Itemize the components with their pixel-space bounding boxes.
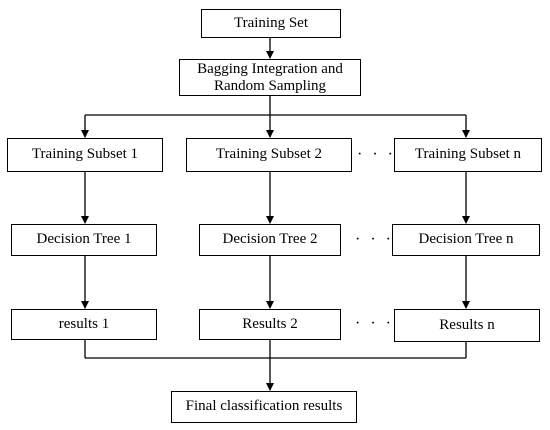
node-results-2: Results 2 bbox=[199, 309, 341, 340]
node-subset-2-label: Training Subset 2 bbox=[215, 146, 323, 163]
node-subset-1: Training Subset 1 bbox=[7, 138, 163, 172]
ellipsis-subsets: · · · bbox=[357, 146, 396, 163]
node-results-n-label: Results n bbox=[439, 316, 495, 333]
node-tree-2: Decision Tree 2 bbox=[199, 224, 341, 256]
node-tree-1: Decision Tree 1 bbox=[11, 224, 157, 256]
node-subset-n-label: Training Subset n bbox=[414, 146, 522, 163]
node-bagging-label: Bagging Integration and Random Sampling bbox=[197, 61, 343, 95]
node-results-n: Results n bbox=[394, 309, 540, 342]
node-results-1-label: results 1 bbox=[58, 315, 110, 332]
node-tree-n: Decision Tree n bbox=[392, 224, 540, 256]
node-tree-n-label: Decision Tree n bbox=[418, 231, 514, 248]
node-bagging-line-1: Bagging Integration and bbox=[197, 60, 343, 77]
node-subset-2: Training Subset 2 bbox=[186, 138, 352, 172]
ellipsis-trees: · · · bbox=[355, 231, 394, 248]
node-results-1: results 1 bbox=[11, 309, 157, 340]
node-results-2-label: Results 2 bbox=[242, 315, 298, 332]
node-subset-1-label: Training Subset 1 bbox=[31, 146, 139, 163]
node-training-set: Training Set bbox=[201, 9, 341, 38]
ellipsis-results: · · · bbox=[355, 315, 394, 332]
node-tree-2-label: Decision Tree 2 bbox=[222, 231, 318, 248]
node-training-set-label: Training Set bbox=[233, 14, 309, 31]
node-tree-1-label: Decision Tree 1 bbox=[36, 231, 132, 248]
node-final-results-label: Final classification results bbox=[185, 398, 343, 415]
node-subset-n: Training Subset n bbox=[394, 138, 542, 172]
node-final-results: Final classification results bbox=[171, 391, 357, 423]
node-bagging: Bagging Integration and Random Sampling bbox=[179, 59, 361, 96]
node-bagging-line-2: Random Sampling bbox=[213, 77, 327, 94]
